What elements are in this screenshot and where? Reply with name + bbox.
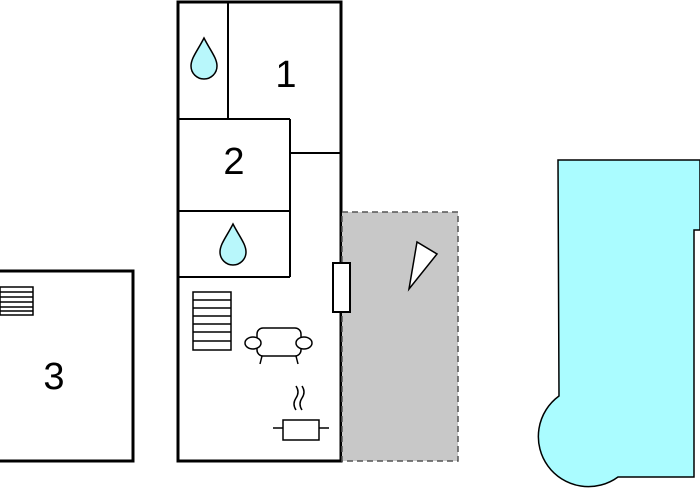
sun-lounger-icon <box>407 240 439 292</box>
stairs-icon <box>0 286 34 316</box>
water-drop-icon <box>190 36 218 80</box>
room-2-label: 2 <box>223 141 244 183</box>
terrace <box>332 211 459 462</box>
swimming-pool <box>537 159 700 488</box>
annex-building: 3 <box>0 269 135 463</box>
room-3-label: 3 <box>43 356 64 398</box>
water-drop-icon <box>219 222 247 266</box>
stairs-icon <box>192 291 232 351</box>
terrace-door-overlay <box>332 262 351 313</box>
main-house: 1 2 <box>176 0 351 463</box>
terrace-area <box>341 211 459 462</box>
room-1-label: 1 <box>275 54 296 96</box>
cooking-pot-icon <box>273 385 329 441</box>
sofa-icon <box>244 327 313 365</box>
